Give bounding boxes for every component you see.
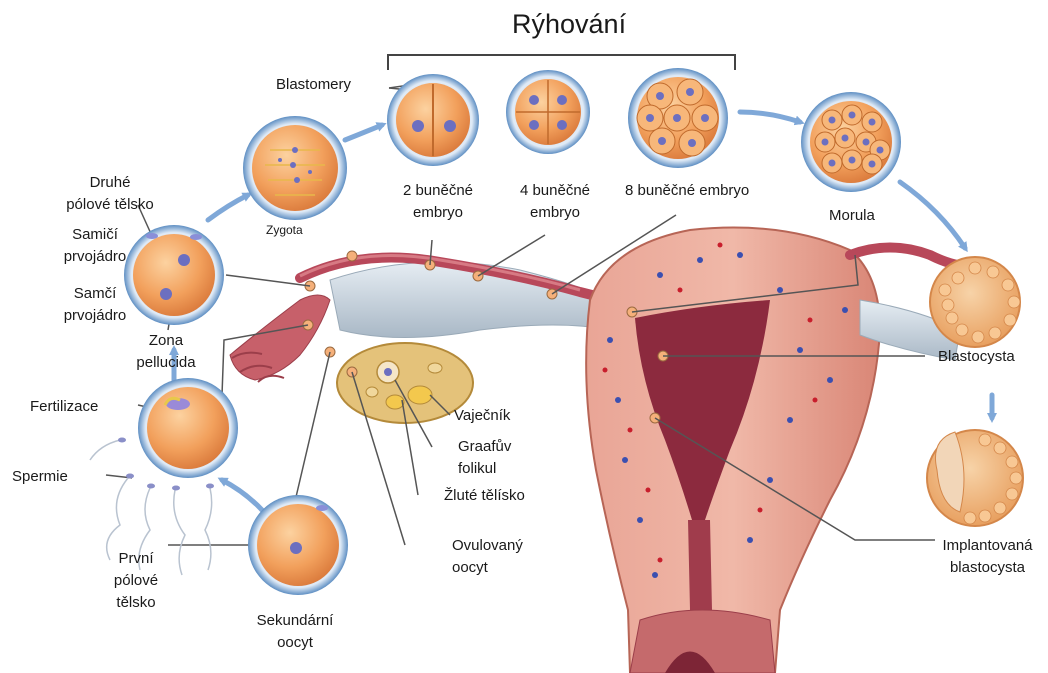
cell-morula (801, 92, 901, 192)
cell-blastocysta (930, 257, 1020, 347)
label-blastocysta: Blastocysta (938, 346, 1015, 368)
cell-prvojadra (124, 225, 224, 325)
cell-fertilizace (138, 378, 238, 478)
label-samci-prvojadro: Samčí prvojádro (55, 283, 135, 327)
label-graafuv-folikul: Graafův folikul (458, 436, 511, 480)
label-4-bunecne-embryo: 4 buněčné embryo (505, 180, 605, 224)
ovary (337, 343, 473, 423)
label-morula: Morula (829, 205, 875, 227)
label-8-bunecne-embryo: 8 buněčné embryo (625, 180, 749, 202)
uterus-wall (586, 228, 880, 673)
label-druhe-polove-telisko: Druhé pólové tělsko (60, 172, 160, 216)
label-ovulovany-oocyt: Ovulovaný oocyt (452, 535, 523, 579)
label-vajecnik: Vaječník (454, 405, 510, 427)
arrow-pronuclei-to-zygota (208, 195, 248, 220)
label-prvni-polove-telisko: První pólové tělsko (96, 548, 176, 614)
cell-zygota (243, 116, 347, 220)
label-spermie: Spermie (12, 466, 68, 488)
fimbriae (230, 295, 330, 380)
cell-4-buncne (506, 70, 590, 154)
label-samici-prvojadro: Samičí prvojádro (55, 224, 135, 268)
label-fertilizace: Fertilizace (30, 396, 98, 418)
cell-implantovana-blastocysta (927, 430, 1023, 526)
cell-sekundarni-oocyt (248, 495, 348, 595)
arrow-zygota-to-2cell (345, 125, 382, 140)
label-2-bunecne-embryo: 2 buněčné embryo (388, 180, 488, 224)
cell-2-buncne (387, 74, 479, 166)
arrow-oocyt-to-fertilizace (222, 480, 262, 510)
arrow-8cell-to-morula (740, 112, 800, 122)
label-blastomery: Blastomery (276, 74, 351, 96)
title-ryhovani: Rýhování (512, 8, 626, 40)
label-implantovana-blastocysta: Implantovaná blastocysta (930, 535, 1045, 579)
cleavage-bracket (388, 55, 735, 70)
label-zygota: Zygota (266, 222, 303, 238)
label-zlute-telisko: Žluté tělísko (444, 485, 525, 507)
arrow-morula-to-blastocysta (900, 182, 965, 248)
label-zona-pellucida: Zona pellucida (121, 330, 211, 374)
label-sekundarni-oocyt: Sekundární oocyt (240, 610, 350, 654)
cell-8-buncne (628, 68, 728, 168)
broad-ligament (330, 262, 610, 338)
